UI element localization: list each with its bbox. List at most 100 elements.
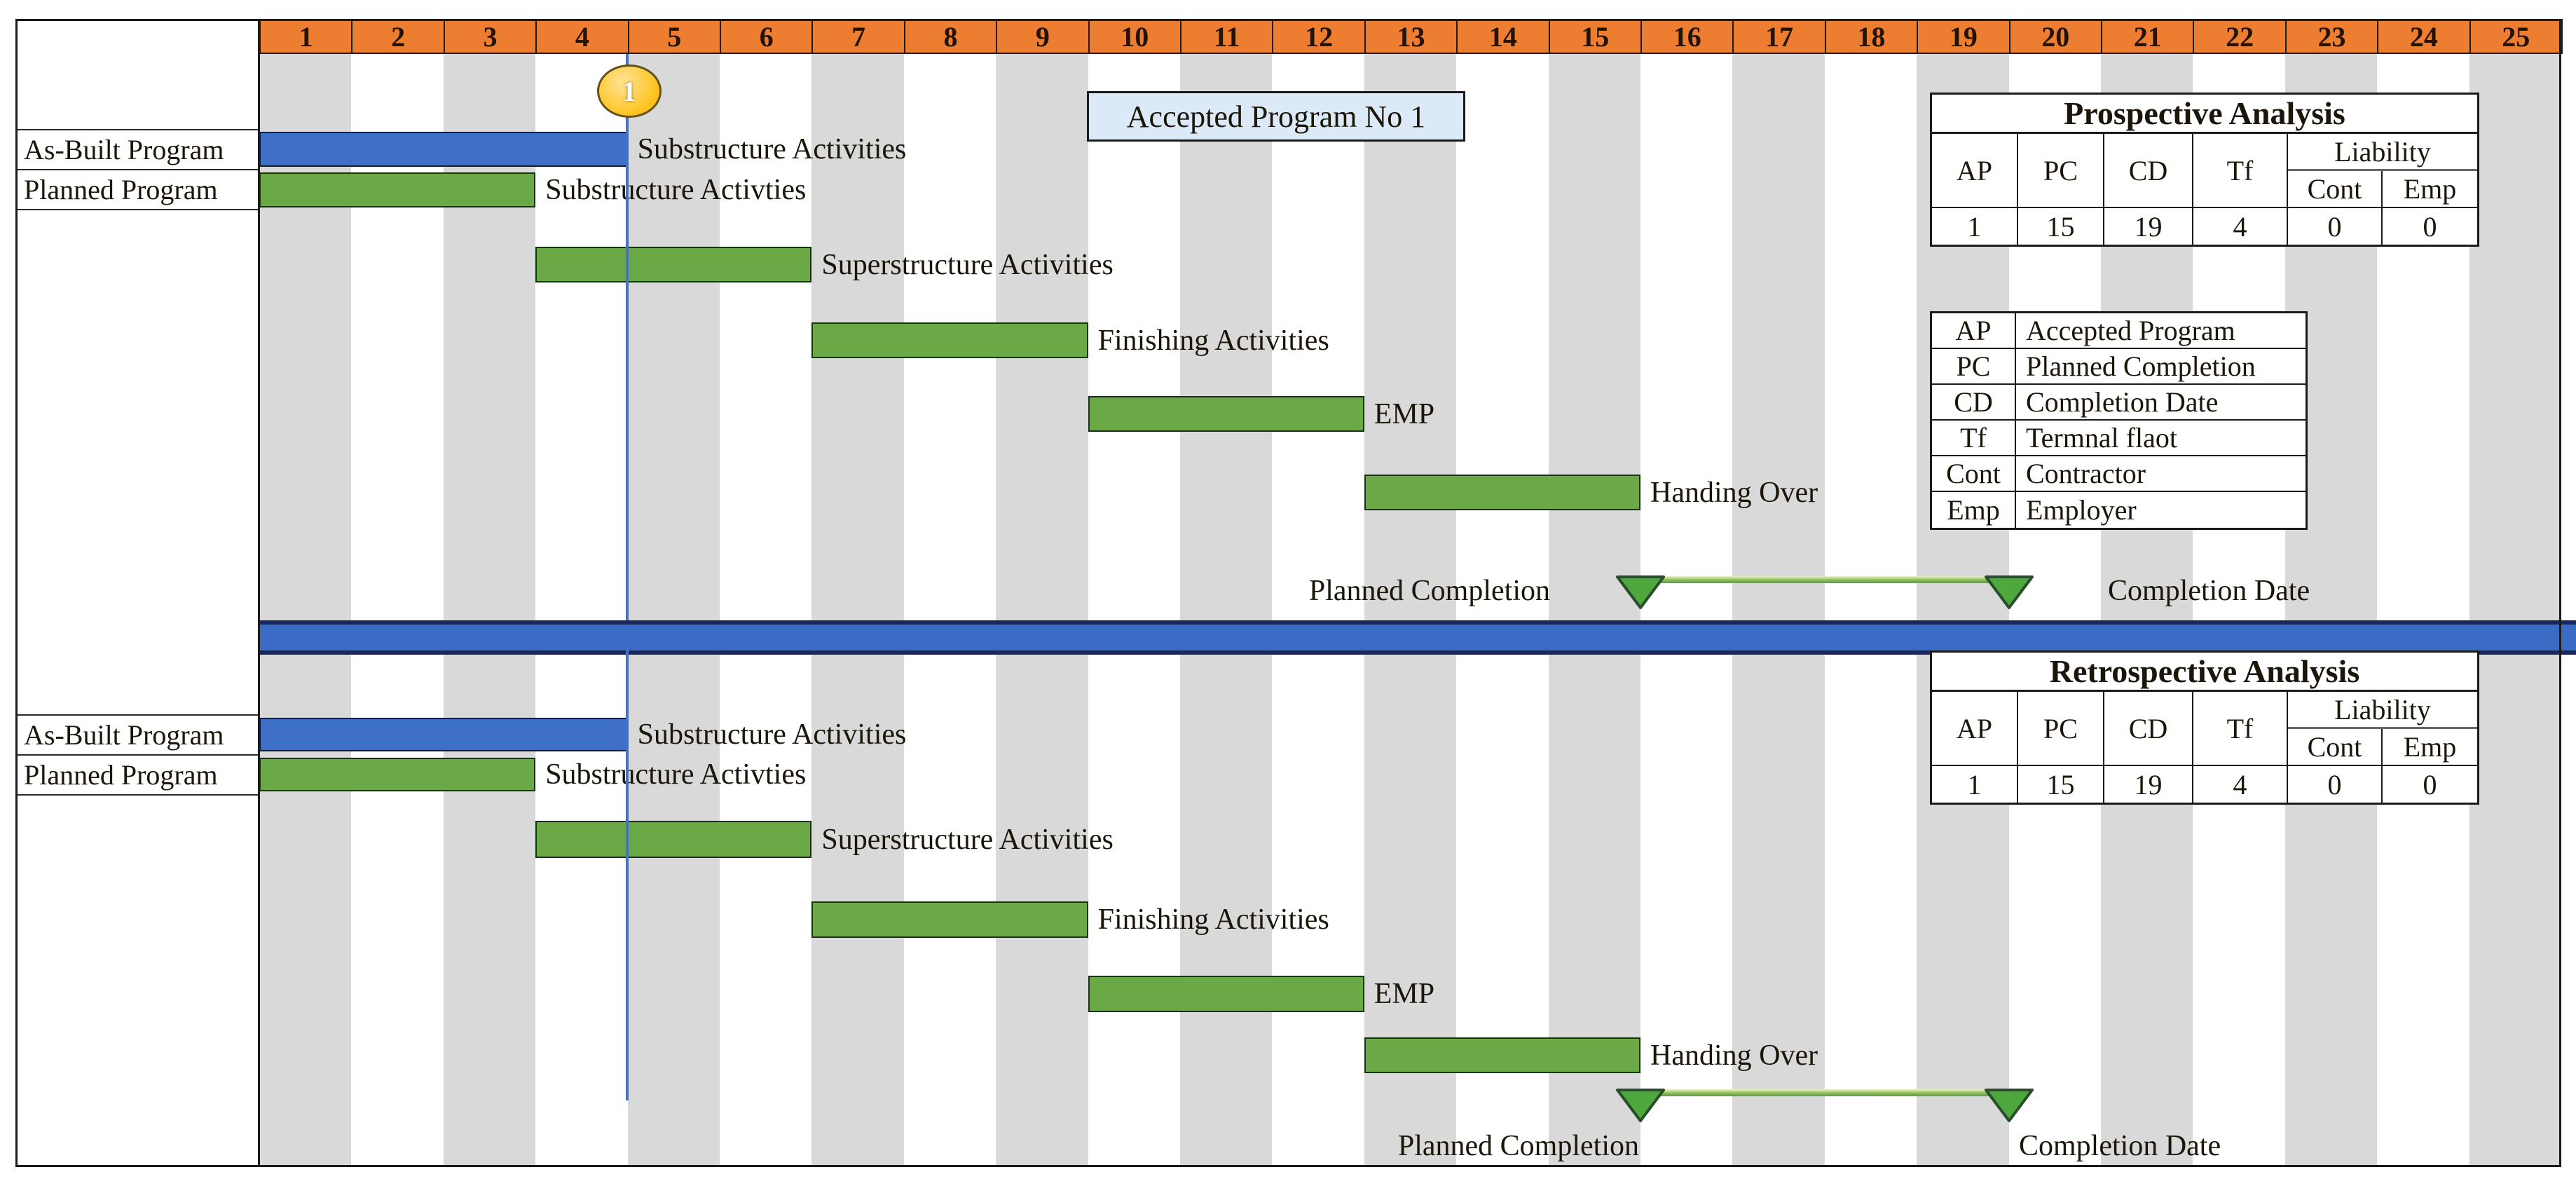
timeline-week-cell: 15 bbox=[1548, 19, 1642, 54]
legend-abbrev-cell: Tf bbox=[1932, 421, 2016, 455]
analysis-value-cell: 4 bbox=[2193, 208, 2288, 245]
timeline-week-cell: 17 bbox=[1732, 19, 1826, 54]
analysis-value-cell: 0 bbox=[2423, 768, 2437, 800]
activity-bar-6 bbox=[1364, 1037, 1640, 1073]
analysis-header-cell: Tf bbox=[2193, 134, 2288, 207]
activity-label: Superstructure Activities bbox=[821, 823, 1114, 856]
analysis-header-cell: AP bbox=[1932, 692, 2018, 765]
activity-bar-6 bbox=[1364, 475, 1640, 510]
timeline-week-cell: 14 bbox=[1456, 19, 1550, 54]
completion-date-triangle-icon bbox=[1984, 575, 2034, 610]
timeline-week-cell: 7 bbox=[811, 19, 905, 54]
legend-term-cell: Contractor bbox=[2026, 458, 2146, 489]
section-divider-bar bbox=[259, 620, 2576, 655]
timeline-week-cell: 2 bbox=[351, 19, 445, 54]
liability-sub-header-cell: Cont bbox=[2288, 729, 2383, 765]
liability-header-cell: Liability bbox=[2288, 134, 2477, 171]
program-row-label: Planned Program bbox=[15, 169, 259, 210]
activity-label: Substructure Activities bbox=[637, 718, 907, 751]
timeline-week-cell: 22 bbox=[2193, 19, 2287, 54]
analysis-value-cell: 4 bbox=[2193, 766, 2288, 803]
timeline-week-cell: 10 bbox=[1088, 19, 1181, 54]
activity-bar-1 bbox=[259, 718, 628, 751]
timeline-week-cell: 19 bbox=[1917, 19, 2010, 54]
analysis-header-cell: AP bbox=[1932, 134, 2018, 207]
activity-label: Handing Over bbox=[1650, 476, 1818, 509]
data-date-line-top bbox=[626, 54, 629, 620]
week-stripe bbox=[996, 54, 1088, 1167]
activity-label: EMP bbox=[1373, 397, 1435, 430]
activity-label: EMP bbox=[1373, 978, 1435, 1010]
week-stripe bbox=[1548, 54, 1640, 1167]
timeline-week-cell: 1 bbox=[259, 19, 353, 54]
legend-term-cell: Termnal flaot bbox=[2026, 422, 2177, 454]
analysis-header-cell: PC bbox=[2018, 692, 2104, 765]
program-milestone-circle: 1 bbox=[597, 64, 662, 118]
label-column-divider bbox=[258, 19, 260, 1167]
legend-abbrev-cell: CD bbox=[1932, 385, 2016, 419]
legend-abbrev-cell: Emp bbox=[1932, 492, 2016, 528]
completion-date-label: Completion Date bbox=[2108, 575, 2310, 607]
activity-label: Superstructure Activities bbox=[821, 248, 1114, 281]
completion-date-triangle-icon bbox=[1984, 1088, 2034, 1123]
timeline-week-cell: 4 bbox=[535, 19, 629, 54]
analysis-header-cell: Tf bbox=[2193, 692, 2288, 765]
liability-sub-header-cell: Cont bbox=[2288, 171, 2383, 207]
legend-abbrev-cell: Cont bbox=[1932, 456, 2016, 491]
analysis-header-cell: PC bbox=[2018, 134, 2104, 207]
analysis-header-cell: CD bbox=[2104, 134, 2193, 207]
program-row-label: Planned Program bbox=[15, 754, 259, 796]
analysis-value-cell: 1 bbox=[1932, 766, 2018, 803]
week-stripe bbox=[2469, 54, 2561, 1167]
timeline-week-cell: 25 bbox=[2469, 19, 2563, 54]
timeline-week-cell: 6 bbox=[720, 19, 814, 54]
program-row-label: As-Built Program bbox=[15, 714, 259, 756]
activity-bar-3 bbox=[535, 821, 812, 858]
milestone-connector-line bbox=[1659, 1089, 1991, 1096]
planned-completion-label: Planned Completion bbox=[1397, 1130, 1639, 1162]
accepted-program-box: Accepted Program No 1 bbox=[1087, 91, 1465, 142]
legend-abbrev-cell: AP bbox=[1932, 313, 2016, 348]
week-stripe bbox=[1732, 54, 1825, 1167]
analysis-value-cell: 15 bbox=[2018, 208, 2104, 245]
activity-bar-5 bbox=[1088, 976, 1364, 1012]
timeline-week-cell: 21 bbox=[2101, 19, 2195, 54]
analysis-header-cell: CD bbox=[2104, 692, 2193, 765]
timeline-week-cell: 8 bbox=[903, 19, 998, 54]
analysis-value-cell: 1 bbox=[1932, 208, 2018, 245]
timeline-week-cell: 12 bbox=[1272, 19, 1366, 54]
week-stripe bbox=[627, 54, 720, 1167]
planned-completion-triangle-icon bbox=[1615, 1088, 1666, 1123]
legend-term-cell: Employer bbox=[2026, 494, 2137, 526]
liability-sub-header-cell: Emp bbox=[2403, 731, 2457, 763]
timeline-week-cell: 13 bbox=[1364, 19, 1458, 54]
activity-bar-5 bbox=[1088, 396, 1364, 432]
legend-term-cell: Completion Date bbox=[2026, 386, 2219, 418]
legend-abbrev-cell: PC bbox=[1932, 349, 2016, 383]
analysis-value-cell: 19 bbox=[2104, 766, 2193, 803]
analysis-value-cell: 19 bbox=[2104, 208, 2193, 245]
week-stripe bbox=[259, 54, 352, 1167]
activity-bar-3 bbox=[535, 247, 812, 282]
activity-label: Handing Over bbox=[1650, 1039, 1818, 1072]
analysis-value-cell: 0 bbox=[2423, 210, 2437, 243]
liability-header-cell: Liability bbox=[2288, 692, 2477, 729]
liability-sub-header-cell: Emp bbox=[2403, 173, 2457, 205]
data-date-line-bottom bbox=[626, 646, 629, 1100]
week-stripe bbox=[811, 54, 904, 1167]
analysis-value-cell: 15 bbox=[2018, 766, 2104, 803]
activity-bar-2 bbox=[259, 758, 536, 791]
timeline-week-cell: 9 bbox=[996, 19, 1090, 54]
planned-completion-label: Planned Completion bbox=[1308, 575, 1550, 607]
activity-bar-4 bbox=[811, 322, 1088, 358]
timeline-week-cell: 16 bbox=[1640, 19, 1734, 54]
activity-label: Substructure Activties bbox=[545, 174, 807, 206]
analysis-value-cell: 0 bbox=[2288, 766, 2383, 803]
activity-bar-2 bbox=[259, 172, 536, 207]
program-row-label: As-Built Program bbox=[15, 129, 259, 170]
timeline-week-cell: 5 bbox=[627, 19, 721, 54]
